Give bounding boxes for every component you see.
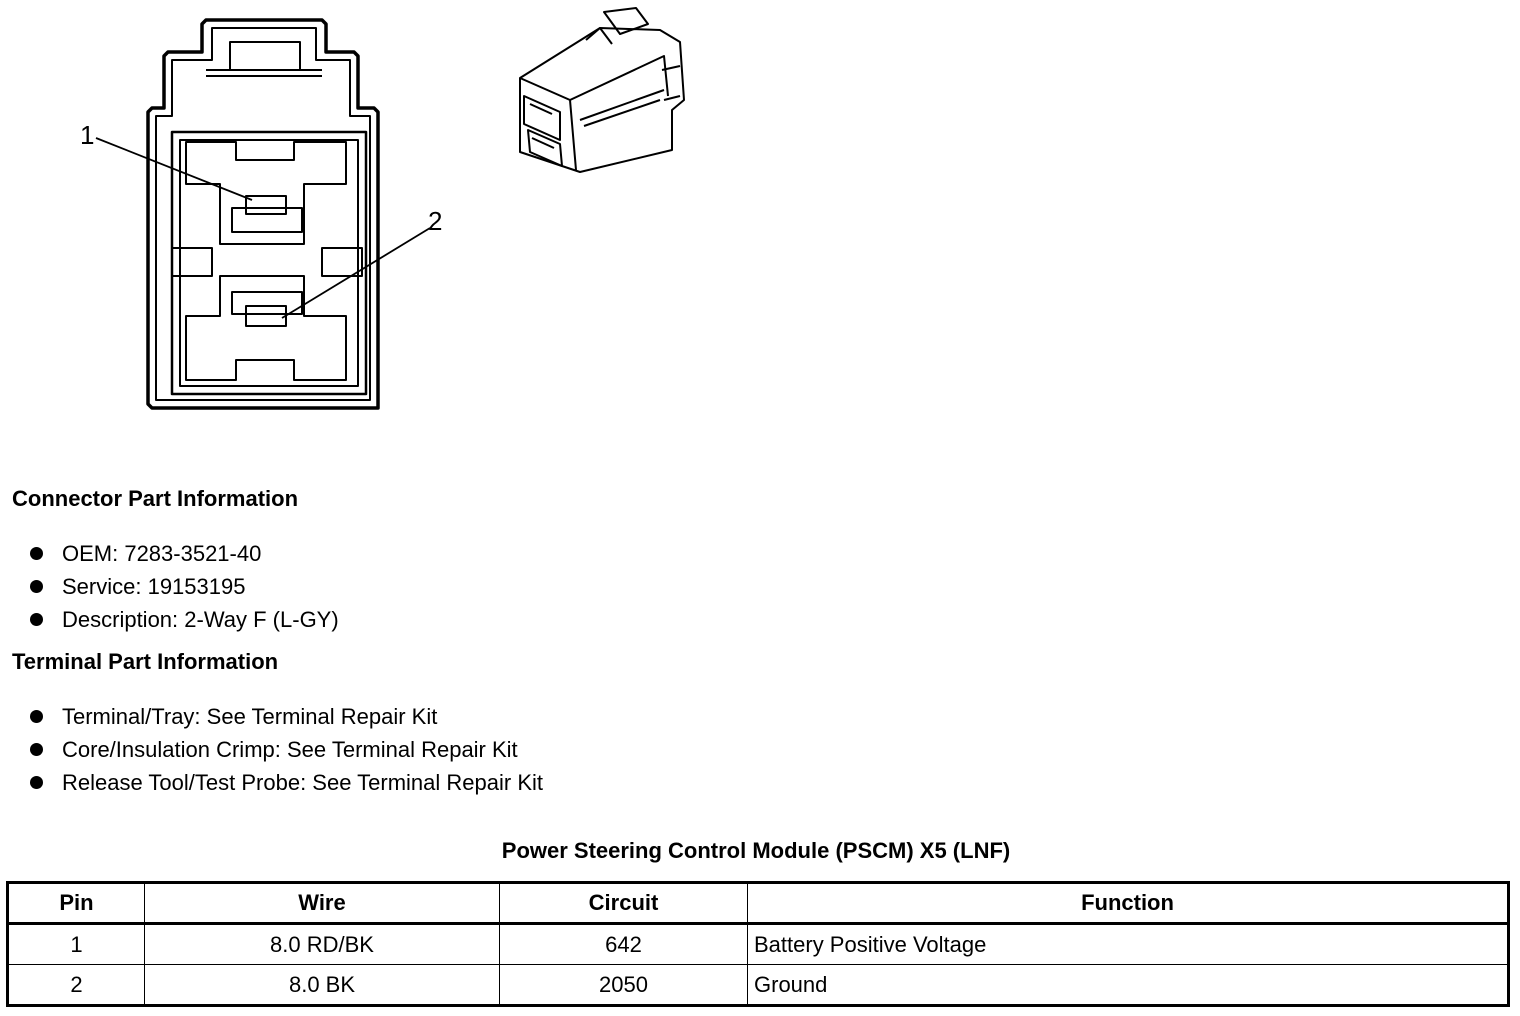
bullet-icon bbox=[30, 710, 43, 723]
bullet-icon bbox=[30, 547, 43, 560]
bullet-icon bbox=[30, 776, 43, 789]
callout-1-leader bbox=[95, 137, 253, 201]
cell-function: Battery Positive Voltage bbox=[747, 923, 1509, 965]
cell-wire: 8.0 RD/BK bbox=[144, 923, 500, 965]
cell-function: Ground bbox=[747, 964, 1509, 1006]
bullet-icon bbox=[30, 743, 43, 756]
header-pin: Pin bbox=[7, 882, 145, 925]
list-item: OEM: 7283-3521-40 bbox=[0, 537, 339, 570]
cell-pin: 1 bbox=[7, 923, 145, 965]
callout-1-label: 1 bbox=[80, 120, 94, 150]
cell-circuit: 2050 bbox=[499, 964, 748, 1006]
connector-housing-outline bbox=[146, 18, 380, 410]
table-row: 2 8.0 BK 2050 Ground bbox=[7, 964, 1509, 1006]
bullet-icon bbox=[30, 580, 43, 593]
connector-diagram: 1 2 bbox=[80, 7, 685, 410]
cell-circuit: 642 bbox=[499, 923, 748, 965]
connector-isometric-view bbox=[519, 7, 685, 173]
pinout-table: Pin Wire Circuit Function 1 8.0 RD/BK 64… bbox=[6, 881, 1510, 1007]
list-item: Description: 2-Way F (L-GY) bbox=[0, 603, 339, 636]
header-function: Function bbox=[747, 882, 1509, 925]
cell-pin: 2 bbox=[7, 964, 145, 1006]
terminal-part-heading: Terminal Part Information bbox=[12, 649, 279, 674]
list-item: Service: 19153195 bbox=[0, 570, 339, 603]
callout-2-leader bbox=[281, 227, 431, 319]
connector-part-list: OEM: 7283-3521-40 Service: 19153195 Desc… bbox=[0, 537, 339, 636]
connector-part-heading: Connector Part Information bbox=[12, 486, 299, 511]
bullet-icon bbox=[30, 613, 43, 626]
table-title: Power Steering Control Module (PSCM) X5 … bbox=[501, 838, 1011, 863]
terminal-part-list: Terminal/Tray: See Terminal Repair Kit C… bbox=[0, 700, 543, 799]
header-circuit: Circuit bbox=[499, 882, 748, 925]
cell-wire: 8.0 BK bbox=[144, 964, 500, 1006]
list-item: Terminal/Tray: See Terminal Repair Kit bbox=[0, 700, 543, 733]
list-item: Release Tool/Test Probe: See Terminal Re… bbox=[0, 766, 543, 799]
table-header-row: Pin Wire Circuit Function bbox=[7, 882, 1509, 925]
callout-2-label: 2 bbox=[428, 206, 442, 236]
header-wire: Wire bbox=[144, 882, 500, 925]
list-item: Core/Insulation Crimp: See Terminal Repa… bbox=[0, 733, 543, 766]
table-row: 1 8.0 RD/BK 642 Battery Positive Voltage bbox=[7, 923, 1509, 965]
